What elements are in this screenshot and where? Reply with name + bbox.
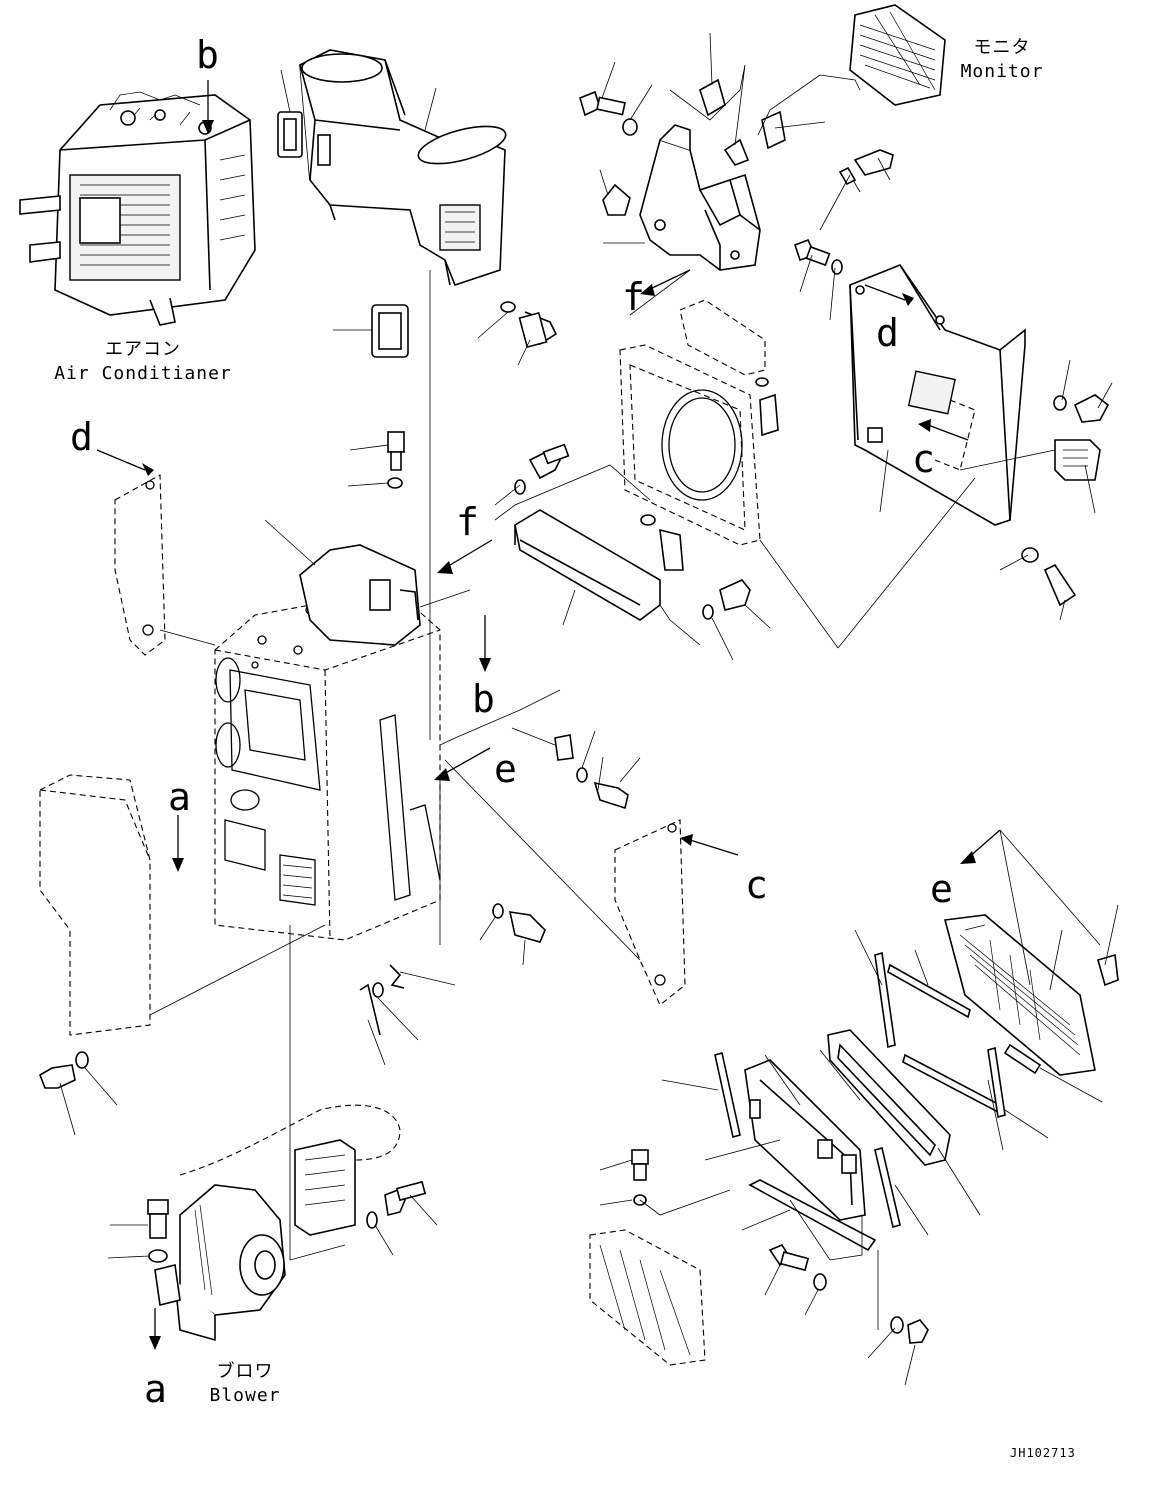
monitor-bolts	[579, 90, 894, 275]
view-marker-e-right: e	[930, 867, 953, 911]
filter-holder-plate	[744, 1059, 866, 1221]
view-marker-d-right: d	[876, 311, 899, 355]
crossbar-bracket	[514, 509, 661, 621]
left-duct-strip-d	[114, 474, 166, 656]
monitor-caption-en: Monitor	[960, 61, 1044, 82]
view-marker-f-top: f	[622, 275, 645, 319]
air-conditioner-unit	[19, 91, 256, 326]
filter-frame	[619, 299, 779, 571]
blower-caption-jp: ブロワ	[216, 1361, 274, 1382]
blower-caption-en: Blower	[209, 1385, 281, 1406]
center-duct-strip-c	[614, 819, 686, 1006]
monitor-unit	[849, 4, 946, 106]
view-marker-b-mid: b	[472, 677, 495, 721]
switch-box	[1054, 439, 1101, 481]
left-side-panel	[39, 774, 151, 1036]
duct-bolt-washer	[500, 301, 558, 349]
view-arrows	[96, 80, 1001, 1350]
air-conditioner-caption-en: Air Conditianer	[54, 363, 232, 384]
view-marker-b-top: b	[196, 33, 219, 77]
monitor-bracket	[639, 124, 761, 271]
view-marker-d-left: d	[70, 415, 93, 459]
view-marker-c-mid: c	[745, 863, 768, 907]
air-conditioner-caption-jp: エアコン	[105, 339, 181, 360]
air-duct-assembly	[299, 49, 507, 286]
view-marker-a-bottom: a	[144, 1367, 167, 1411]
blower-unit	[154, 1184, 286, 1342]
filter-bolts	[631, 953, 1119, 1344]
filter-screen	[589, 1229, 706, 1366]
blower-relay	[294, 1139, 356, 1236]
filter-seal-strips	[714, 951, 1042, 1252]
filter-grille-cover	[943, 914, 1096, 1076]
view-marker-e-mid: e	[494, 747, 517, 791]
duct-gasket-small	[277, 111, 303, 158]
monitor-grommet	[602, 183, 631, 216]
drawing-code: JH102713	[1010, 1446, 1076, 1460]
duct-gasket-large	[371, 304, 409, 358]
blower-bolts	[147, 1180, 427, 1263]
monitor-clip	[699, 78, 786, 150]
housing-bolts	[39, 431, 629, 1089]
view-marker-c-right: c	[912, 437, 935, 481]
leader-lines	[59, 32, 1119, 1386]
view-marker-a-mid: a	[168, 775, 191, 819]
view-marker-f-mid: f	[456, 500, 479, 544]
right-panel-bolts	[1021, 394, 1110, 607]
side-cover-panel-right	[849, 264, 1026, 526]
crossbar-bolts	[514, 443, 751, 620]
main-housing	[214, 544, 441, 941]
blower-harness	[179, 1104, 401, 1176]
filter-element	[827, 1029, 951, 1166]
monitor-caption-jp: モニタ	[973, 37, 1031, 58]
